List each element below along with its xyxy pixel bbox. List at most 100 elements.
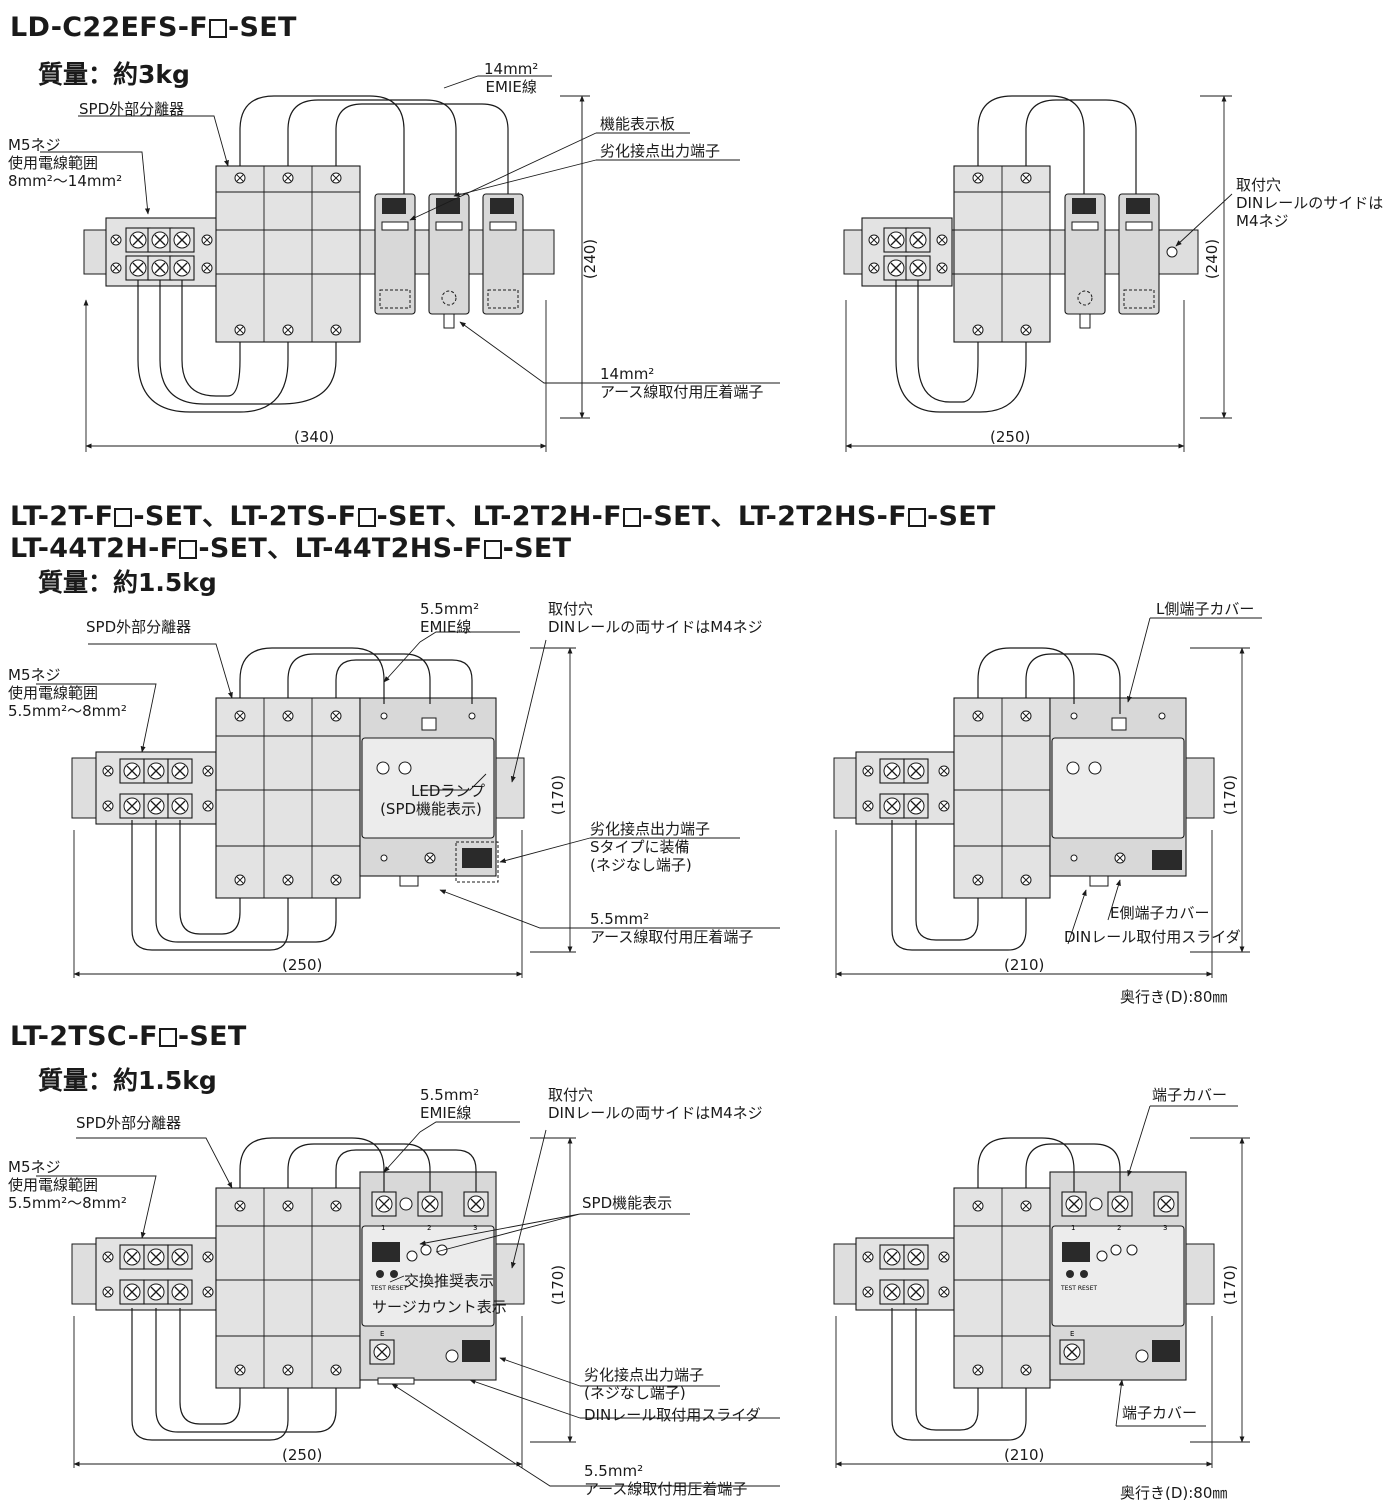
placeholder-box-icon — [179, 540, 198, 559]
s2-left-diagram — [36, 631, 780, 978]
model-suffix: -SET — [926, 501, 996, 532]
s2-earth-label: 5.5mm² アース線取付用圧着端子 — [590, 910, 753, 946]
terminal-number: 2 — [1117, 1224, 1121, 1232]
wire-range: 5.5mm²～8mm² — [8, 1194, 127, 1212]
earth-size: 5.5mm² — [590, 910, 650, 928]
earth-mark: E — [380, 1330, 384, 1338]
led-title: LEDランプ — [411, 782, 485, 800]
model-prefix: LT-2T2H-F — [472, 501, 622, 532]
s2-disconnector-label: SPD外部分離器 — [86, 618, 192, 636]
s2-depth-label: 奥行き(D):80㎜ — [1120, 988, 1228, 1006]
s3-left-width: (250) — [282, 1446, 323, 1464]
terminal-number: 3 — [473, 1224, 477, 1232]
wire-range-title: 使用電線範囲 — [8, 684, 99, 702]
s2-led-label: LEDランプ (SPD機能表示) — [372, 782, 490, 818]
contact-title: 劣化接点出力端子 — [590, 820, 711, 838]
s2-right-width: (210) — [1004, 956, 1045, 974]
s2-right-diagram — [833, 617, 1262, 978]
model-prefix: LT-2TS-F — [229, 501, 357, 532]
s1-right-width: (250) — [990, 428, 1031, 446]
s1-cable-label: 14mm² EMIE線 — [484, 60, 538, 96]
placeholder-box-icon — [114, 508, 133, 527]
wire-range: 5.5mm²～8mm² — [8, 702, 127, 720]
s1-disconnector-label: SPD外部分離器 — [79, 100, 185, 118]
wire-range-title: 使用電線範囲 — [8, 154, 99, 172]
hole-title: 取付穴 — [1236, 176, 1282, 194]
hole-screw: M4ネジ — [1236, 212, 1289, 230]
placeholder-box-icon — [209, 19, 227, 38]
cable-type: EMIE線 — [420, 618, 472, 636]
s1-left-height: (240) — [581, 238, 600, 280]
s2-screw-label: M5ネジ 使用電線範囲 5.5mm²～8mm² — [8, 666, 127, 720]
s3-left-height: (170) — [549, 1264, 568, 1306]
contact-screwless: (ネジなし端子) — [584, 1384, 686, 1402]
placeholder-box-icon — [357, 508, 376, 527]
placeholder-box-icon — [158, 1028, 177, 1047]
s3-right-width: (210) — [1004, 1446, 1045, 1464]
terminal-number: 1 — [1071, 1224, 1075, 1232]
terminal-number: 1 — [381, 1224, 385, 1232]
s3-disconnector-label: SPD外部分離器 — [76, 1114, 182, 1132]
section1-mass: 質量：約3kg — [38, 60, 190, 89]
hole-desc: DINレールのサイドは — [1236, 194, 1384, 212]
s1-left-diagram — [40, 75, 780, 452]
screw-size: M5ネジ — [8, 666, 61, 684]
model-prefix: LT-44T2H-F — [10, 533, 179, 564]
s3-earth-label: 5.5mm² アース線取付用圧着端子 — [584, 1462, 747, 1498]
terminal-number: 3 — [1163, 1224, 1167, 1232]
section3-mass: 質量：約1.5kg — [38, 1066, 217, 1095]
screw-size: M5ネジ — [8, 1158, 61, 1176]
s1-screw-label: M5ネジ 使用電線範囲 8mm²～14mm² — [8, 136, 122, 190]
cable-size: 14mm² — [484, 60, 539, 78]
s3-right-height: (170) — [1221, 1264, 1240, 1306]
hole-title: 取付穴 — [548, 600, 594, 618]
s2-contact-terminal-label: 劣化接点出力端子 Sタイプに装備 (ネジなし端子) — [590, 820, 710, 874]
cable-size: 5.5mm² — [420, 1086, 480, 1104]
s3-hole-label: 取付穴 DINレールの両サイドはM4ネジ — [548, 1086, 763, 1122]
model-suffix: -SET、 — [198, 533, 295, 564]
s1-left-width: (340) — [294, 428, 335, 446]
screw-size: M5ネジ — [8, 136, 61, 154]
placeholder-box-icon — [622, 508, 641, 527]
wire-range-title: 使用電線範囲 — [8, 1176, 99, 1194]
s3-replace-label: 交換推奨表示 — [404, 1272, 495, 1290]
test-reset-text: TEST RESET — [1060, 1285, 1097, 1292]
section1-title: LD-C22EFS-F -SET — [10, 12, 297, 43]
s2-hole-label: 取付穴 DINレールの両サイドはM4ネジ — [548, 600, 763, 636]
model-suffix: -SET、 — [376, 501, 473, 532]
s1-contact-terminal-label: 劣化接点出力端子 — [600, 142, 721, 160]
terminal-number: 2 — [427, 1224, 431, 1232]
s3-cover-top-label: 端子カバー — [1152, 1086, 1228, 1104]
s3-cover-bottom-label: 端子カバー — [1122, 1404, 1198, 1422]
cable-size: 5.5mm² — [420, 600, 480, 618]
s1-hole-label: 取付穴 DINレールのサイドは M4ネジ — [1236, 176, 1383, 230]
s1-earth-label: 14mm² アース線取付用圧着端子 — [600, 365, 763, 401]
s3-slider-label: DINレール取付用スライダ — [584, 1406, 761, 1424]
model-suffix: -SET — [228, 12, 297, 43]
model-suffix: -SET — [502, 533, 572, 564]
contact-stype: Sタイプに装備 — [590, 838, 690, 856]
earth-size: 14mm² — [600, 365, 655, 383]
test-reset-text: TEST RESET — [370, 1285, 407, 1292]
s3-spd-display-label: SPD機能表示 — [582, 1194, 673, 1212]
earth-size: 5.5mm² — [584, 1462, 644, 1480]
earth-mark: E — [1070, 1330, 1074, 1338]
s3-screw-label: M5ネジ 使用電線範囲 5.5mm²～8mm² — [8, 1158, 127, 1212]
model-prefix: LT-2T-F — [10, 501, 114, 532]
s2-left-width: (250) — [282, 956, 323, 974]
placeholder-box-icon — [483, 540, 502, 559]
cable-type: EMIE線 — [420, 1104, 472, 1122]
s3-depth-label: 奥行き(D):80㎜ — [1120, 1484, 1228, 1502]
hole-desc: DINレールの両サイドはM4ネジ — [548, 1104, 763, 1122]
model-suffix: -SET、 — [641, 501, 738, 532]
s2-slider-label: DINレール取付用スライダ — [1064, 928, 1241, 946]
s2-e-cover-label: E側端子カバー — [1110, 904, 1210, 922]
cable-type: EMIE線 — [485, 78, 537, 96]
model-prefix: LD-C22EFS-F — [10, 12, 208, 43]
led-desc: (SPD機能表示) — [380, 800, 482, 818]
hole-desc: DINレールの両サイドはM4ネジ — [548, 618, 763, 636]
section3-title: LT-2TSC-F-SET — [10, 1021, 247, 1052]
s3-right-diagram — [833, 1105, 1250, 1468]
model-prefix: LT-2TSC-F — [10, 1021, 158, 1052]
